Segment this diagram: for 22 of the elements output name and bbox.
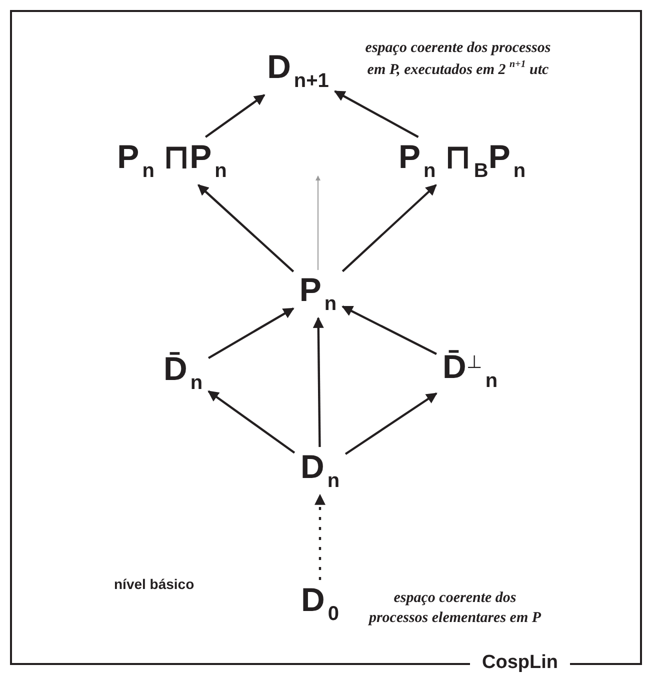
arrow	[342, 305, 437, 355]
math-term: P$_{n}$	[299, 270, 337, 316]
arrow	[314, 494, 326, 580]
math-term: D̄$_{n}$	[163, 349, 203, 395]
level-label: nível básico	[114, 576, 194, 592]
arrow	[342, 184, 437, 272]
math-term: D$_{0}$	[301, 580, 339, 626]
annotation: espaço coerente dos processos em P, executados em 2 $^{n+1}$ utc	[364, 39, 552, 80]
arrow	[208, 307, 294, 359]
math-term: D$_{n+1}$	[267, 47, 329, 93]
arrow	[208, 390, 296, 454]
annotation: espaço coerente dos processos elementares em P	[367, 589, 542, 628]
arrow	[316, 176, 320, 270]
arrow	[312, 316, 324, 448]
arrow	[344, 392, 438, 455]
math-term: P$_{n}$ ⊓$_{B}$P$_{n}$	[398, 137, 526, 183]
arrow	[204, 94, 266, 138]
math-term: P$_{n}$ ⊓P$_{n}$	[117, 137, 227, 183]
arrow	[334, 90, 419, 138]
math-term: D$_{n}$	[300, 447, 340, 493]
diagram-title: CospLin	[470, 652, 570, 674]
arrow	[198, 184, 294, 272]
